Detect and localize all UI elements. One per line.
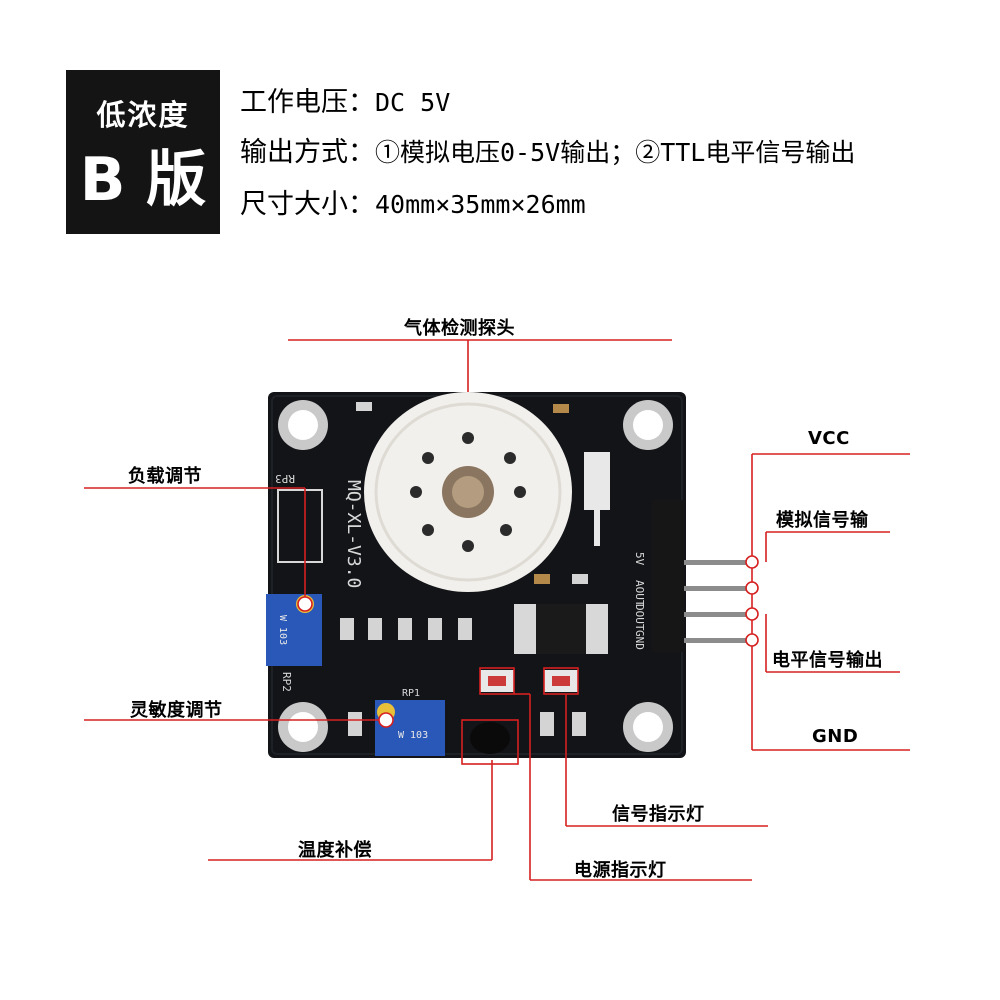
spec-voltage-label: 工作电压： xyxy=(240,87,375,118)
mounting-hole-tl xyxy=(278,400,328,450)
header-pins xyxy=(684,560,750,643)
pin-label-5v: 5V xyxy=(633,552,646,566)
pin-label-dout: DOUT xyxy=(633,604,646,631)
rp3-footprint xyxy=(277,489,323,563)
spec-voltage-value: DC 5V xyxy=(375,88,451,117)
mounting-hole-tr xyxy=(623,400,673,450)
spec-size-value: 40mm×35mm×26mm xyxy=(375,190,586,219)
solder-pad xyxy=(584,452,610,510)
spec-voltage: 工作电压：DC 5V xyxy=(240,80,450,119)
leader-markers xyxy=(297,555,759,728)
smd-components xyxy=(340,402,588,736)
label-vcc: VCC xyxy=(808,428,850,449)
leader-lines xyxy=(84,339,910,881)
label-analog-signal: 模拟信号输 xyxy=(776,510,869,531)
pin-label-gnd: GND xyxy=(633,630,646,650)
comparator-chip xyxy=(514,604,608,654)
rp1-silk-label: RP1 xyxy=(402,688,420,699)
label-temperature-compensation: 温度补偿 xyxy=(298,840,372,861)
badge-concentration-label: 低浓度 xyxy=(96,98,190,132)
label-ttl-signal: 电平信号输出 xyxy=(772,650,883,671)
badge-version-label: B 版 xyxy=(79,145,207,215)
version-badge: 低浓度 B 版 xyxy=(66,70,220,234)
spec-output-value: ①模拟电压0-5V输出；②TTL电平信号输出 xyxy=(375,138,856,167)
load-potentiometer: W 103 xyxy=(266,594,322,666)
sensitivity-potentiometer: W 103 xyxy=(375,700,445,756)
pin-header xyxy=(652,500,684,652)
spec-size: 尺寸大小：40mm×35mm×26mm xyxy=(240,182,586,221)
rp3-silk-label: RP3 xyxy=(275,472,295,485)
spec-size-label: 尺寸大小： xyxy=(240,189,375,220)
gas-sensor-probe xyxy=(364,392,572,592)
label-sensitivity-adjust: 灵敏度调节 xyxy=(130,700,223,721)
spec-output-label: 输出方式： xyxy=(240,137,375,168)
label-load-adjust: 负载调节 xyxy=(128,466,202,487)
thermistor xyxy=(470,722,510,754)
label-signal-led: 信号指示灯 xyxy=(612,804,705,825)
svg-text:W 103: W 103 xyxy=(277,615,288,645)
svg-text:W 103: W 103 xyxy=(398,730,428,741)
spec-output: 输出方式：①模拟电压0-5V输出；②TTL电平信号输出 xyxy=(240,130,855,169)
label-gnd: GND xyxy=(812,726,859,747)
rp2-silk-label: RP2 xyxy=(280,672,293,692)
board-model-silkscreen: MQ-XL-V3.0 xyxy=(343,480,364,588)
mounting-hole-bl xyxy=(278,702,328,752)
pin-label-aout: AOUT xyxy=(633,580,646,607)
mounting-hole-br xyxy=(623,702,673,752)
label-power-led: 电源指示灯 xyxy=(574,860,667,881)
label-gas-probe: 气体检测探头 xyxy=(404,318,515,339)
